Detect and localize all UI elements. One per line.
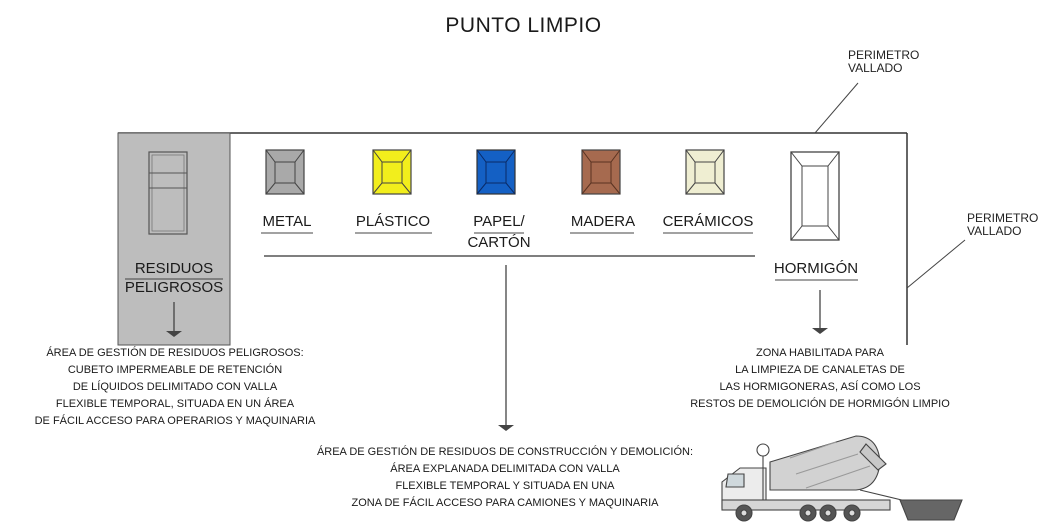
hazardous-arrow-head (166, 331, 182, 337)
hazardous-note-line: FLEXIBLE TEMPORAL, SITUADA EN UN ÁREA (55, 398, 295, 410)
perimeter-label-top-line1: PERIMETRO (848, 48, 920, 62)
concrete-arrow-head (812, 328, 828, 334)
concrete-area-note: ZONA HABILITADA PARA LA LIMPIEZA DE CANA… (660, 345, 980, 413)
hazardous-note-line: CUBETO IMPERMEABLE DE RETENCIÓN (67, 364, 283, 376)
bin-label-paper-line1: PAPEL/ (473, 213, 525, 230)
perimeter-label-right-line1: PERIMETRO (967, 211, 1039, 225)
concrete-note-line: RESTOS DE DEMOLICIÓN DE HORMIGÓN LIMPIO (690, 398, 950, 410)
construction-note-line: ÁREA DE GESTIÓN DE RESIDUOS DE CONSTRUCC… (316, 446, 694, 458)
construction-arrow-head (498, 425, 514, 431)
bin-icon-concrete (790, 151, 840, 241)
bin-label-wood: MADERA (570, 213, 636, 230)
hazardous-container-icon (148, 151, 188, 235)
perimeter-label-right: PERIMETRO VALLADO (967, 212, 1038, 238)
perimeter-leader-top (814, 82, 859, 134)
bin-icon-paper (476, 149, 516, 195)
construction-note-line: ZONA DE FÁCIL ACCESO PARA CAMIONES Y MAQ… (351, 497, 659, 509)
concrete-note-line: ZONA HABILITADA PARA (756, 347, 884, 359)
concrete-note-line: LAS HORMIGONERAS, ASÍ COMO LOS (719, 381, 921, 393)
concrete-note-line: LA LIMPIEZA DE CANALETAS DE (735, 364, 905, 376)
hazardous-area-note: ÁREA DE GESTIÓN DE RESIDUOS PELIGROSOS: … (2, 345, 348, 430)
perimeter-label-top: PERIMETRO VALLADO (848, 49, 919, 75)
concrete-mixer-truck-icon (721, 435, 963, 522)
bin-icon-ceramics (685, 149, 725, 195)
bin-label-paper-line2: CARTÓN (467, 234, 531, 251)
bin-label-concrete: HORMIGÓN (773, 260, 859, 277)
bin-icon-metal (265, 149, 305, 195)
bin-icon-wood (581, 149, 621, 195)
bin-label-ceramics: CERÁMICOS (662, 213, 754, 230)
diagram-title: PUNTO LIMPIO (445, 14, 602, 37)
hazardous-label-line1: RESIDUOS (134, 260, 214, 277)
hazardous-note-line: ÁREA DE GESTIÓN DE RESIDUOS PELIGROSOS: (46, 347, 304, 359)
bin-label-metal: METAL (262, 213, 312, 230)
perimeter-leader-right (906, 239, 966, 289)
bin-icon-plastic (372, 149, 412, 195)
perimeter-label-top-line2: VALLADO (848, 61, 903, 75)
perimeter-label-right-line2: VALLADO (967, 224, 1022, 238)
construction-note-line: ÁREA EXPLANADA DELIMITADA CON VALLA (390, 463, 620, 475)
hazardous-label-line2: PELIGROSOS (124, 279, 224, 296)
construction-note-line: FLEXIBLE TEMPORAL Y SITUADA EN UNA (395, 480, 615, 492)
construction-area-note: ÁREA DE GESTIÓN DE RESIDUOS DE CONSTRUCC… (270, 444, 740, 512)
bin-label-plastic: PLÁSTICO (355, 213, 431, 230)
hazardous-note-line: DE LÍQUIDOS DELIMITADO CON VALLA (72, 381, 278, 393)
hazardous-note-line: DE FÁCIL ACCESO PARA OPERARIOS Y MAQUINA… (34, 415, 316, 427)
